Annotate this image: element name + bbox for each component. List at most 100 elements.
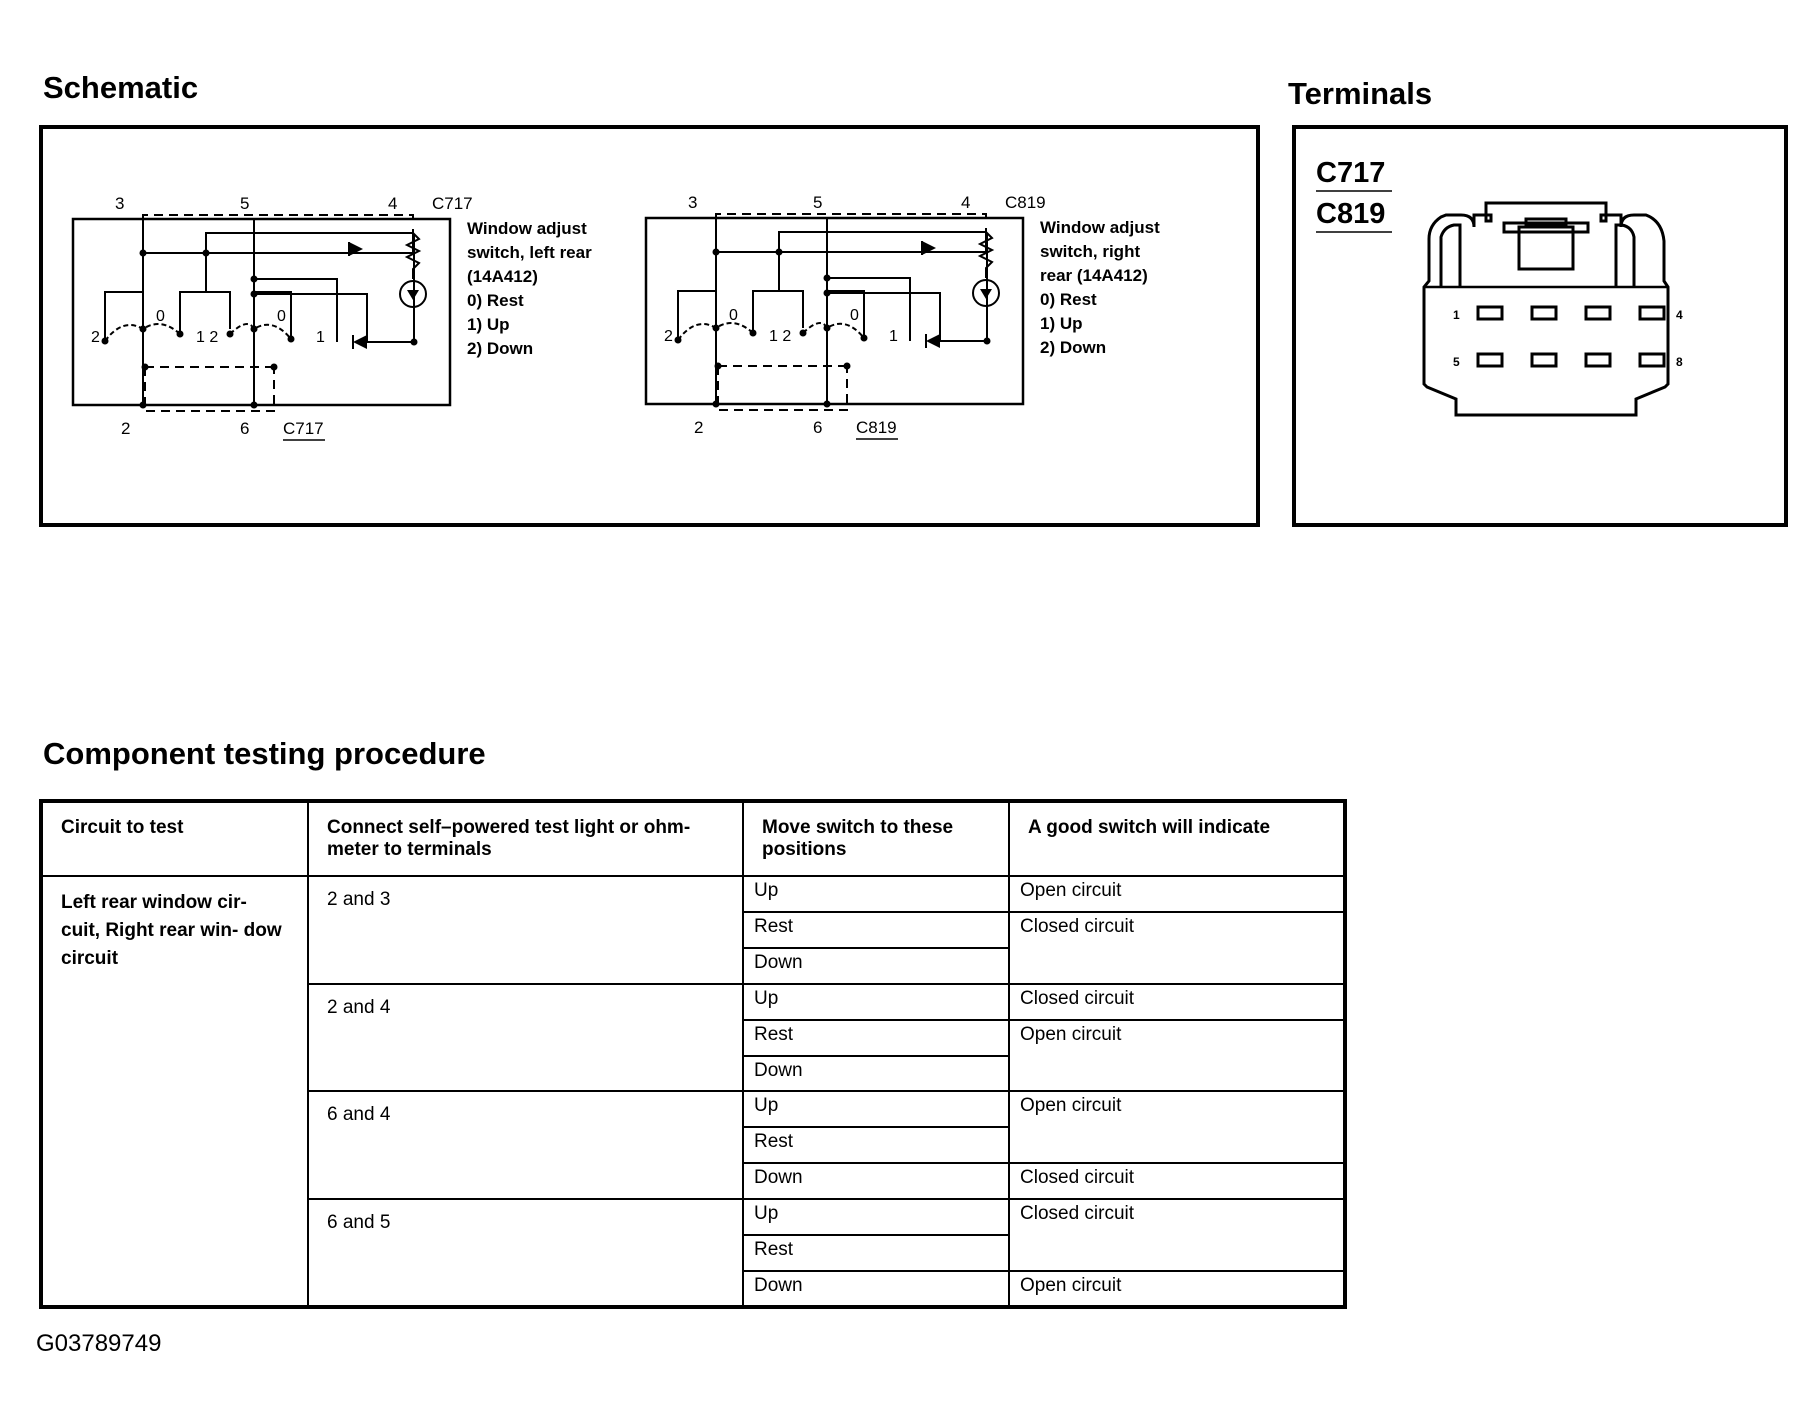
switch-description-line: Window adjust bbox=[1040, 218, 1160, 237]
connector-face-diagram: C717 C819 1 4 5 8 bbox=[1316, 157, 1683, 417]
position-label: 1 bbox=[889, 328, 898, 345]
terminal-label: 2 bbox=[121, 419, 130, 438]
switch-housing bbox=[644, 216, 1025, 406]
switch-description-line: (14A412) bbox=[467, 267, 538, 286]
switch-position-cell: Down bbox=[742, 946, 1010, 985]
terminal-pair-cell: 6 and 5 bbox=[307, 1198, 744, 1308]
junction-dot bbox=[139, 401, 147, 409]
terminal-pair-cell: 2 and 4 bbox=[307, 982, 744, 1093]
lamp-led bbox=[407, 290, 419, 300]
switch-description-line: switch, right bbox=[1040, 242, 1140, 261]
junction-dot bbox=[410, 338, 418, 346]
figure-id: G03789749 bbox=[36, 1330, 162, 1357]
junction-dot bbox=[823, 400, 831, 408]
junction-dot bbox=[983, 337, 991, 345]
junction-dot bbox=[139, 325, 147, 333]
terminal-3-wire bbox=[142, 219, 414, 254]
switch-position-cell: Down bbox=[742, 1054, 1010, 1093]
contact-right bbox=[827, 290, 865, 338]
procedure-heading: Component testing procedure bbox=[43, 736, 486, 771]
junction-dot bbox=[101, 337, 109, 345]
indication-cell: Open circuit bbox=[1008, 875, 1346, 913]
contact-left bbox=[677, 252, 717, 340]
switch-position-cell: Rest bbox=[742, 910, 1010, 949]
switch-position-cell: Rest bbox=[742, 1126, 1010, 1165]
junction-dot bbox=[843, 362, 851, 370]
switch-position-cell: Up bbox=[742, 875, 1010, 913]
component-testing-table: Circuit to test Connect self–powered tes… bbox=[39, 799, 1347, 1309]
junction-dot bbox=[141, 363, 149, 371]
switch-position-cell: Up bbox=[742, 1198, 1010, 1237]
circuit-cell: Left rear window cir- cuit, Right rear w… bbox=[40, 875, 309, 1308]
switch-position-cell: Up bbox=[742, 1090, 1010, 1129]
junction-dot bbox=[250, 325, 258, 333]
table-row: Rest bbox=[41, 1234, 1345, 1272]
diode-icon bbox=[349, 242, 363, 256]
junction-dot bbox=[250, 401, 258, 409]
header-indication: A good switch will indicate bbox=[1008, 800, 1346, 877]
contact-mid-a bbox=[179, 253, 207, 334]
switch-position-cell: Down bbox=[742, 1162, 1010, 1201]
indication-cell: Closed circuit bbox=[1008, 1198, 1346, 1272]
contact-mid-b bbox=[206, 291, 231, 329]
terminal-3-wire bbox=[715, 218, 987, 253]
junction-dot bbox=[860, 334, 868, 342]
junction-dot bbox=[176, 330, 184, 338]
junction-dot bbox=[712, 248, 720, 256]
junction-dot bbox=[823, 289, 831, 297]
junction-dot bbox=[287, 335, 295, 343]
junction-dot bbox=[749, 329, 757, 337]
junction-dot bbox=[270, 363, 278, 371]
indication-cell: Closed circuit bbox=[1008, 910, 1346, 985]
switch-position-cell: Rest bbox=[742, 1234, 1010, 1272]
position-label: 0 bbox=[729, 307, 738, 324]
pin-label-1: 1 bbox=[1453, 308, 1460, 322]
junction-dot bbox=[202, 249, 210, 257]
table-row: Down bbox=[41, 946, 1345, 985]
switch-description-line: 1) Up bbox=[467, 315, 510, 334]
connector-label: C819 bbox=[1005, 193, 1046, 212]
contact-mid-b bbox=[779, 290, 804, 328]
terminal-pair-cell: 2 and 3 bbox=[307, 875, 744, 985]
terminal-pair-cell: 6 and 4 bbox=[307, 1090, 744, 1201]
terminal-label: 4 bbox=[388, 194, 397, 213]
switch-position-cell: Down bbox=[742, 1269, 1010, 1309]
indication-cell: Closed circuit bbox=[1008, 1162, 1346, 1201]
junction-dot bbox=[250, 275, 258, 283]
junction-dot bbox=[775, 248, 783, 256]
lamp-icon bbox=[972, 279, 1000, 307]
terminal-5-branch bbox=[205, 232, 413, 253]
switch-description-line: Window adjust bbox=[467, 219, 587, 238]
connector-housing bbox=[1422, 201, 1670, 417]
junction-dot bbox=[712, 324, 720, 332]
table-header-row: Circuit to test Connect self–powered tes… bbox=[40, 800, 1346, 877]
table-row: Rest bbox=[41, 1126, 1345, 1165]
switch-description-line: 0) Rest bbox=[467, 291, 524, 310]
terminal-label: 3 bbox=[115, 194, 124, 213]
switch-description-line: switch, left rear bbox=[467, 243, 592, 262]
switch-description-line: 1) Up bbox=[1040, 314, 1083, 333]
position-label: 0 bbox=[850, 307, 859, 324]
lamp-led bbox=[980, 289, 992, 299]
connector-label: C717 bbox=[283, 419, 324, 438]
diode-branch bbox=[254, 278, 338, 342]
contact-mid-a bbox=[752, 252, 780, 333]
resistor-icon bbox=[404, 232, 422, 279]
contact-right bbox=[254, 291, 292, 339]
indication-cell: Open circuit bbox=[1008, 1090, 1346, 1165]
indication-cell: Open circuit bbox=[1008, 1018, 1346, 1093]
indication-cell: Open circuit bbox=[1008, 1269, 1346, 1309]
switch-description-line: rear (14A412) bbox=[1040, 266, 1148, 285]
diode-icon bbox=[922, 241, 936, 255]
contact-arc-right bbox=[802, 322, 865, 339]
position-label: 2 bbox=[91, 329, 100, 346]
terminal-label: 2 bbox=[694, 418, 703, 437]
